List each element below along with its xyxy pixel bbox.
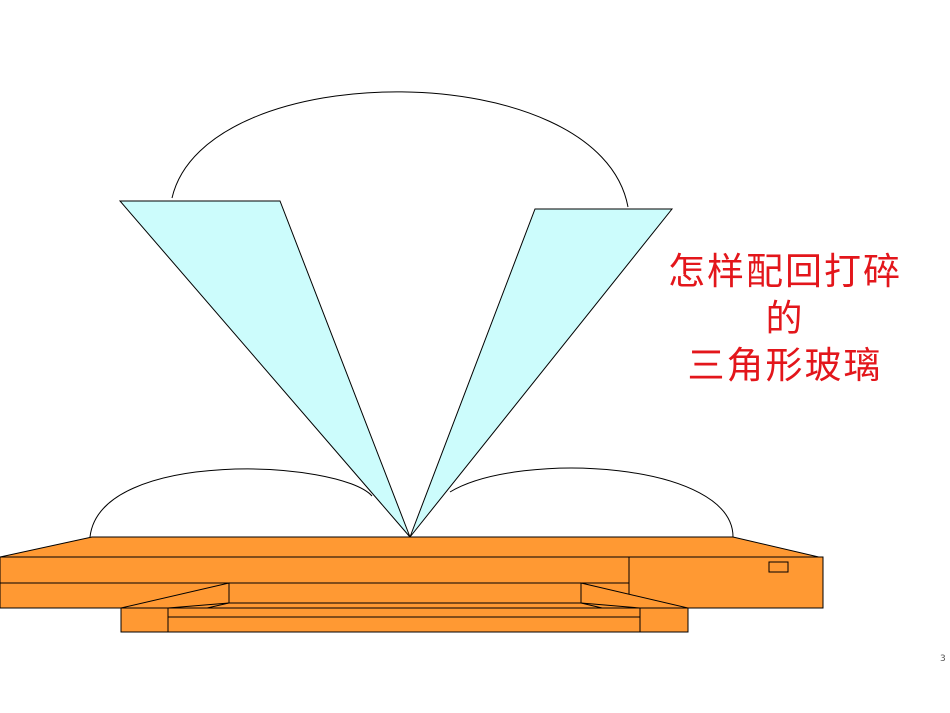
title-line-1: 怎样配回打碎 [668, 250, 902, 293]
question-title: 怎样配回打碎 的 三角形玻璃 [640, 248, 930, 389]
book-small-slot [768, 561, 789, 573]
right-page-arc [449, 467, 734, 539]
right-glass-triangle [409, 208, 674, 538]
stand-inner-panel [228, 582, 582, 604]
page-number: 3 [940, 654, 946, 664]
upper-page-arc [171, 91, 629, 208]
stand-bevel-link-right [580, 602, 641, 609]
title-line-3: 三角形玻璃 [687, 344, 883, 387]
book-top-face [0, 536, 824, 559]
left-glass-triangle [118, 200, 411, 538]
title-line-2: 的 [765, 297, 805, 340]
stand-base [120, 607, 689, 633]
stand-bevel-link-left [167, 602, 230, 609]
left-page-arc [89, 468, 373, 538]
